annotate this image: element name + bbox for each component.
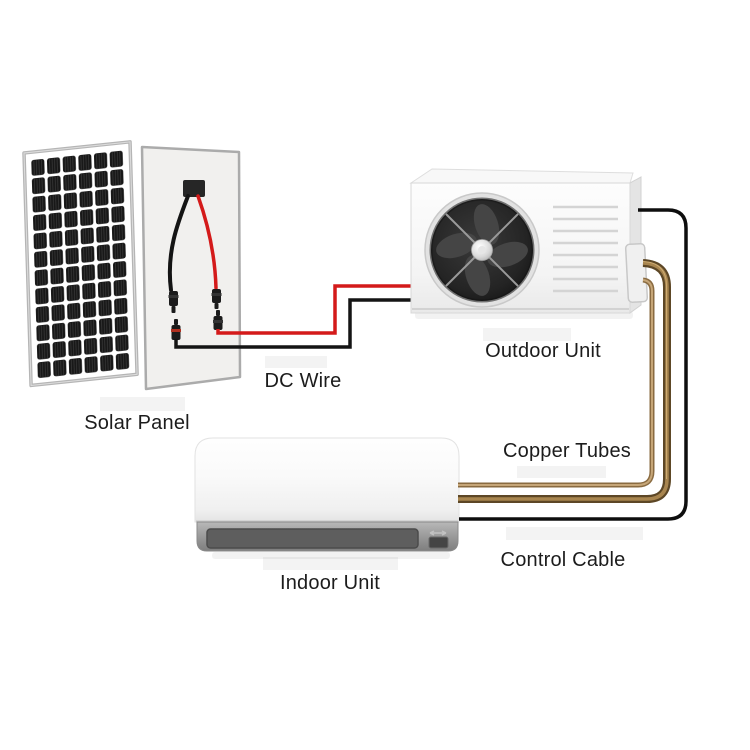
solar-panel-label: Solar Panel (84, 412, 190, 434)
indoor-unit-body (194, 437, 460, 523)
mc4-connector-red-lower (213, 310, 223, 330)
dc-wire-red (216, 284, 412, 335)
indoor-unit-vent-slot (206, 528, 419, 549)
faded-watermark-boxes (100, 328, 643, 570)
indoor-unit (194, 437, 460, 559)
control-cable-label: Control Cable (500, 549, 626, 571)
mc4-connector-red-upper (211, 289, 222, 309)
outdoor-unit (409, 168, 649, 319)
control-cable (459, 208, 688, 521)
copper-tubes-label: Copper Tubes (502, 440, 632, 462)
pv-lead-red (196, 194, 218, 290)
copper-tube-thin (458, 277, 655, 488)
vent-slats (553, 205, 618, 293)
indoor-unit-display (428, 530, 449, 549)
mc4-connector-black-upper (168, 291, 179, 313)
pipe-connection-cover (624, 242, 649, 303)
pv-lead-black (167, 194, 190, 292)
solar-panel-front (22, 140, 139, 388)
outdoor-unit-top (409, 168, 634, 184)
outdoor-unit-label: Outdoor Unit (485, 340, 601, 362)
mc4-connector-black-lower (171, 319, 181, 340)
indoor-unit-label: Indoor Unit (279, 572, 381, 594)
dc-wire-black (174, 298, 412, 349)
dc-wire-label: DC Wire (264, 370, 342, 392)
fan-blades (436, 204, 528, 296)
solar-cell-grid (30, 149, 131, 380)
copper-tube-thick (458, 259, 671, 503)
fan (424, 192, 540, 308)
junction-box (183, 180, 205, 197)
solar-panel-back (140, 145, 242, 391)
